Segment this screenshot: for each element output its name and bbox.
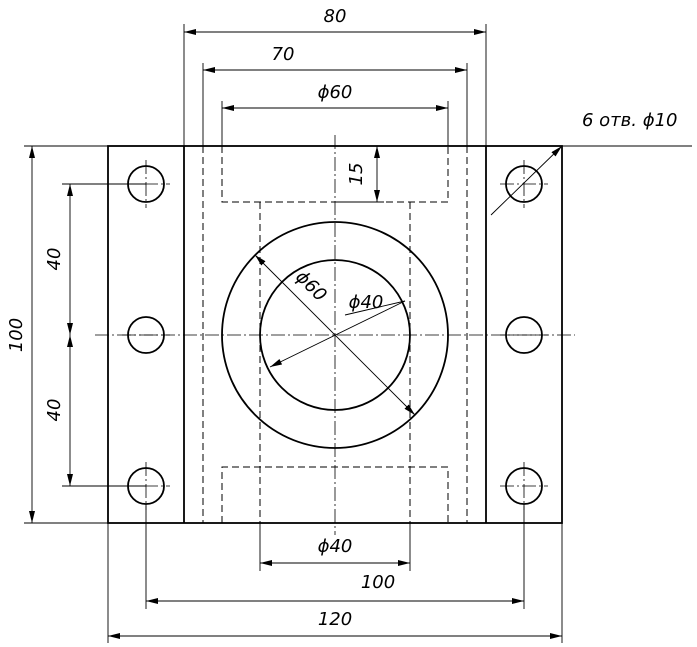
dim-text-100-vertical: 100 (6, 318, 27, 352)
dimension-lines (29, 29, 692, 639)
leader-holes (490, 145, 563, 216)
dim-line-phi40-diagonal (269, 300, 406, 368)
dim-text-phi40-bottom: ϕ40 (318, 536, 353, 557)
dim-text-phi40-diagonal: ϕ40 (349, 292, 384, 313)
dim-text-120: 120 (318, 609, 352, 630)
extension-lines (24, 24, 563, 643)
dimension-texts: 80 70 ϕ60 6 отв. ϕ10 15 100 40 40 ϕ60 ϕ4… (6, 6, 678, 630)
dim-text-100-horizontal: 100 (361, 572, 395, 593)
dim-text-40-lower: 40 (44, 399, 65, 422)
dim-text-phi60-top: ϕ60 (318, 82, 353, 103)
dim-text-70: 70 (272, 44, 295, 65)
dim-shelf-phi40 (344, 300, 406, 316)
holes-note: 6 отв. ϕ10 (582, 110, 678, 131)
dim-text-15: 15 (346, 163, 367, 186)
dim-text-40-upper: 40 (44, 248, 65, 271)
dim-text-80: 80 (324, 6, 347, 27)
dim-text-phi60-diagonal: ϕ60 (291, 266, 330, 305)
